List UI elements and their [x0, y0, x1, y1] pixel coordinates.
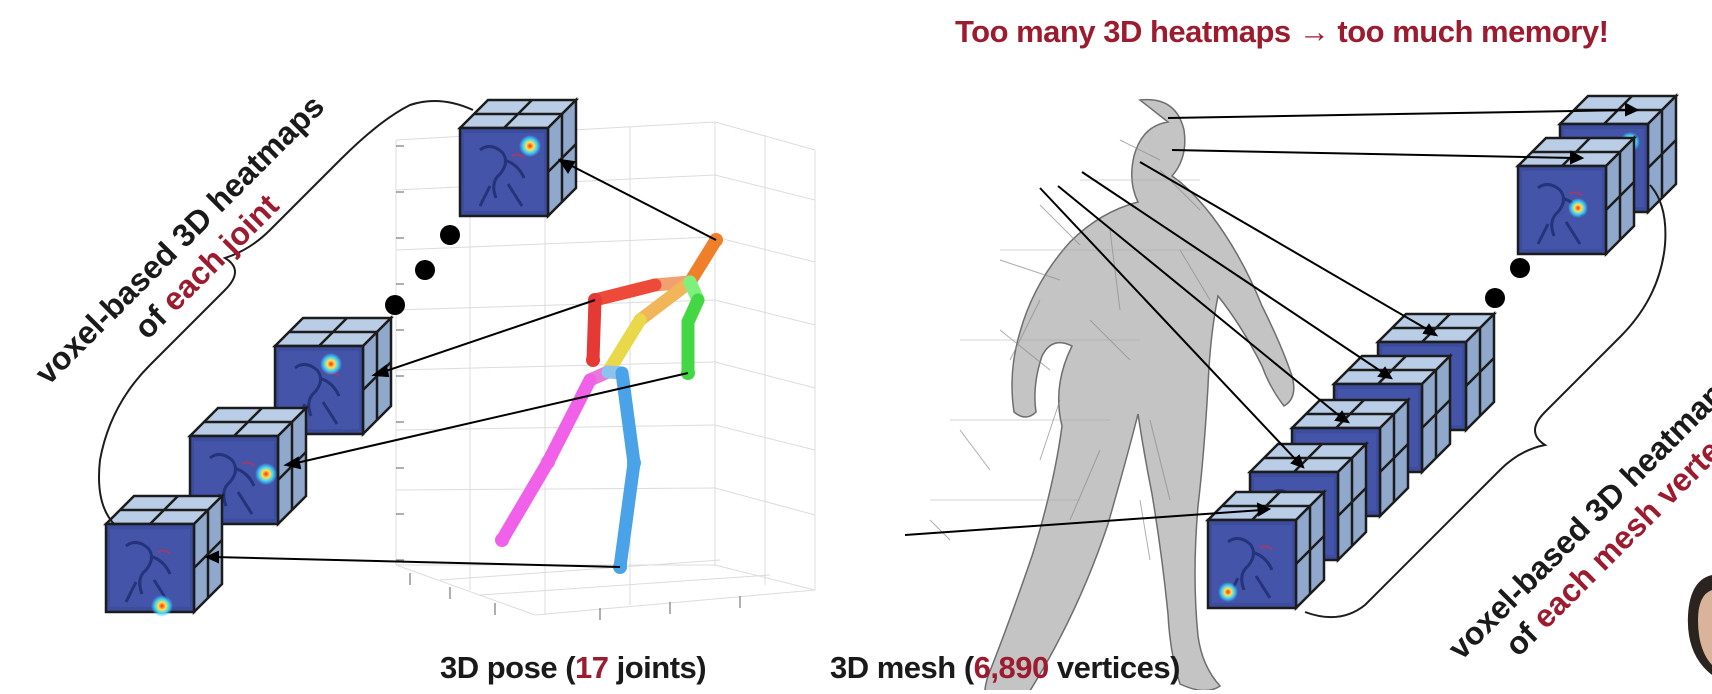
pose-caption: 3D pose (17 joints): [440, 650, 707, 686]
pose-caption-prefix: 3D pose (: [440, 650, 576, 685]
pose-axes-grid: [395, 121, 816, 616]
mesh-caption-prefix: 3D mesh (: [830, 650, 974, 685]
ellipsis-dots-icon: [385, 225, 460, 315]
voxel-cube-icon: [273, 316, 393, 436]
vertex-arrows: [904, 102, 1640, 536]
memory-warning-title: Too many 3D heatmaps → too much memory!: [955, 14, 1609, 49]
mesh-caption-suffix: vertices): [1048, 650, 1181, 685]
voxel-cube-icon: [104, 494, 224, 617]
curly-brace-icon: [98, 100, 474, 526]
pose-joint-count: 17: [575, 650, 609, 685]
pose-axis-ticks: [396, 145, 741, 620]
curly-brace-icon: [1304, 184, 1667, 619]
voxel-cube-icon: [188, 406, 308, 526]
presenter-face: [1698, 590, 1712, 665]
pose-caption-suffix: joints): [608, 650, 707, 685]
mesh-vertex-count: 6,890: [973, 650, 1050, 685]
skeleton-figure: [495, 233, 723, 574]
mesh-figure: [929, 98, 1295, 690]
mesh-caption: 3D mesh (6,890 vertices): [830, 650, 1180, 686]
joint-arrows: [204, 158, 717, 568]
ellipsis-dots-icon: [1485, 258, 1530, 308]
voxel-cube-icon: [458, 98, 578, 218]
voxel-cube-icon: [1516, 136, 1636, 256]
voxel-cube-icon: [1206, 490, 1326, 610]
